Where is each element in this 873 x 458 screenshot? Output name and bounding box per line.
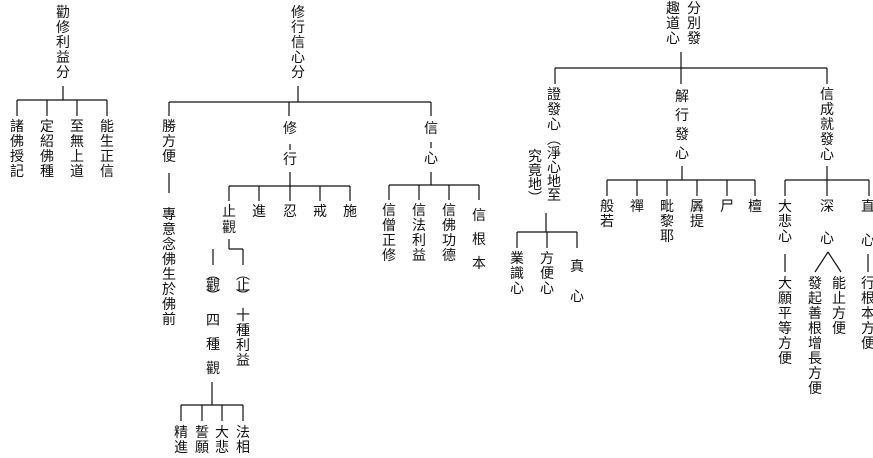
connector-jiexing — [606, 166, 756, 196]
node-xing: 行 — [283, 152, 297, 168]
node-zhufo: 諸 佛 授 記 — [10, 119, 24, 180]
node-tan: 檀 — [748, 199, 762, 215]
node-jie: 戒 — [313, 204, 327, 220]
node-zhenxin: 真 心 — [570, 259, 584, 305]
node-quanxiu: 勸 修 利 益 分 — [56, 5, 70, 81]
node-guan-paren: ︵ 觀 ︶ — [206, 267, 220, 305]
node-xiuxing: 修 行 信 心 分 — [291, 5, 305, 81]
node-xinseng: 信 僧 正 修 — [382, 203, 396, 264]
node-zhi-straight: 直 — [861, 199, 873, 215]
connector-xiuxing-branches — [228, 172, 351, 201]
connector-xiuxing — [168, 86, 432, 116]
node-shen: 深 — [820, 199, 834, 215]
node-shen-xin: 心 — [820, 231, 834, 247]
node-jin: 進 — [252, 204, 266, 220]
node-ren: 忍 — [283, 204, 297, 220]
node-zhiwushang: 至 無 上 道 — [70, 119, 84, 180]
node-jiujingdi: 究 竟 地 ︶ — [528, 149, 542, 207]
node-chan: 禪 — [630, 199, 644, 215]
node-shi: 施 — [343, 204, 357, 220]
node-xianti: 羼 提 — [690, 199, 704, 230]
node-xingen: 信 根 本 — [472, 208, 486, 272]
node-xinfa: 信 法 利 益 — [412, 203, 426, 264]
connector-quanxiu — [16, 86, 108, 116]
node-xinfo: 信 佛 功 德 — [442, 203, 456, 264]
node-xinggen: 行 根 本 方 便 — [861, 276, 873, 352]
connector-zhiguan — [212, 239, 244, 265]
node-dabeixin: 大 悲 心 — [778, 199, 792, 245]
node-zhengfaxin: 證 發 心 — [547, 87, 561, 133]
node-nengsheng: 能 生 正 信 — [100, 119, 114, 180]
node-zhi-paren: ︵ 止 ︶ — [236, 267, 250, 305]
node-qudao: 趣 道 心 — [666, 1, 680, 47]
node-shengfangbian: 勝 方 便 — [162, 119, 176, 165]
node-jingxindi: ︵ 淨 心 地 至 — [547, 132, 561, 204]
node-faxiang: 法 相 — [236, 425, 250, 456]
node-piliye: 毗 黎 耶 — [660, 199, 674, 245]
node-xiu: 修 — [283, 121, 297, 137]
node-fangbianxin: 方 便 心 — [540, 251, 554, 297]
node-shi-seat: 尸 — [720, 199, 734, 215]
node-jiexing: 解 行 發 心 — [675, 89, 689, 162]
node-dayuan: 大 願 平 等 方 便 — [778, 276, 792, 367]
node-zhi: 止 — [222, 204, 236, 220]
connector-xin — [388, 142, 480, 200]
node-sizhongguan: 四 種 觀 — [206, 313, 220, 377]
node-xin: 信 — [424, 121, 438, 137]
node-dabei: 大 悲 — [215, 425, 229, 456]
node-zhuanyi: 專 意 念 佛 生 於 佛 前 — [162, 207, 176, 328]
node-xin-xin: 心 — [424, 151, 438, 167]
node-xincheng: 信 成 就 發 心 — [820, 87, 834, 163]
node-fenbie: 分 別 發 — [687, 1, 701, 47]
node-shizhong: 十 種 利 益 — [236, 308, 250, 369]
connector-shen — [814, 251, 842, 273]
connector-xincheng — [784, 166, 870, 196]
node-dingshao: 定 紹 佛 種 — [40, 119, 54, 180]
node-faqi: 發 起 善 根 增 長 方 便 — [808, 276, 822, 397]
node-nengzhi: 能 止 方 便 — [832, 276, 846, 337]
connector-fenbie — [554, 52, 828, 84]
node-yeshi: 業 識 心 — [510, 251, 524, 297]
node-boruo: 般 若 — [600, 199, 614, 230]
node-zhi-xin: 心 — [861, 233, 873, 249]
node-shiyuan: 誓 願 — [195, 425, 209, 456]
node-guan: 觀 — [222, 220, 236, 236]
connector-zhengfaxin — [516, 213, 578, 248]
connector-guan-branches — [180, 382, 244, 421]
node-jingjin: 精 進 — [174, 425, 188, 456]
